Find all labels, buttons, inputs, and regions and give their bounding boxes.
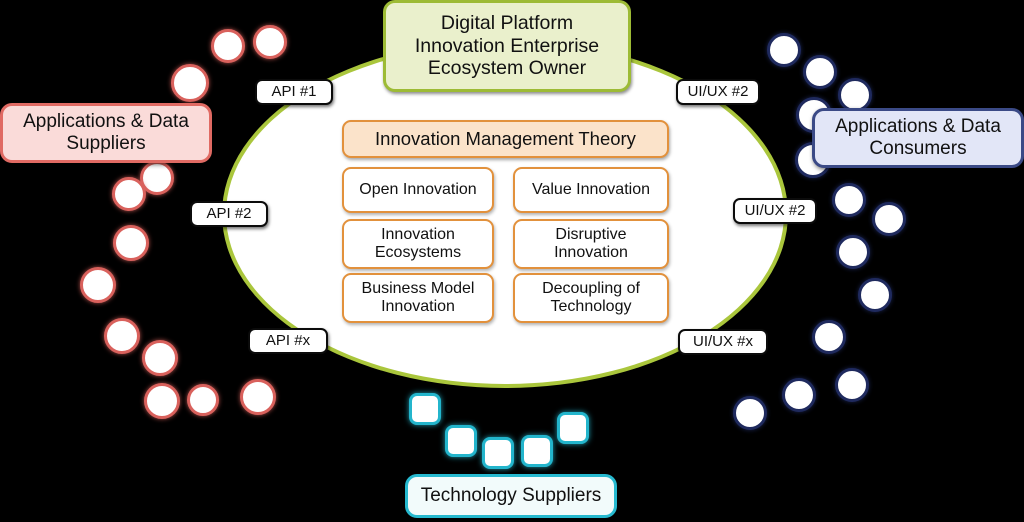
theory-cell-line: Open Innovation: [359, 180, 477, 198]
tag-api-x: API #x: [248, 328, 328, 354]
platform-title-line-3: Ecosystem Owner: [427, 57, 587, 80]
tag-api-2-label: API #2: [206, 205, 252, 223]
tag-uiux-x-label: UI/UX #x: [692, 333, 753, 351]
theory-cell-line: Decoupling of: [542, 279, 640, 297]
supplier-node-icon: [113, 225, 149, 261]
technology-node-icon: [409, 393, 441, 425]
supplier-node-icon: [171, 64, 209, 102]
suppliers-label-line-1: Applications & Data: [23, 111, 189, 133]
technology-suppliers-box: Technology Suppliers: [405, 474, 617, 518]
theory-cell-line: Value Innovation: [531, 180, 650, 198]
tag-uiux-x: UI/UX #x: [678, 329, 768, 355]
consumer-node-icon: [838, 78, 872, 112]
theory-cell-business-model-innovation: Business Model Innovation: [342, 273, 494, 323]
consumer-node-icon: [803, 55, 837, 89]
consumers-label-line-1: Applications & Data: [835, 116, 1001, 138]
theory-cell-open-innovation: Open Innovation: [342, 167, 494, 213]
theory-cell-line: Disruptive: [555, 225, 627, 243]
tag-api-2: API #2: [190, 201, 268, 227]
supplier-node-icon: [253, 25, 287, 59]
tag-api-x-label: API #x: [265, 332, 311, 350]
technology-node-icon: [557, 412, 589, 444]
consumer-node-icon: [872, 202, 906, 236]
platform-title-line-1: Digital Platform: [440, 12, 574, 35]
supplier-node-icon: [187, 384, 219, 416]
technology-node-icon: [482, 437, 514, 469]
applications-data-consumers-box: Applications & Data Consumers: [812, 108, 1024, 168]
tag-uiux-middle: UI/UX #2: [733, 198, 817, 224]
technology-node-icon: [445, 425, 477, 457]
technology-node-icon: [521, 435, 553, 467]
tag-uiux-top-label: UI/UX #2: [687, 83, 749, 101]
consumer-node-icon: [835, 368, 869, 402]
tag-uiux-top: UI/UX #2: [676, 79, 760, 105]
platform-title-line-2: Innovation Enterprise: [414, 34, 600, 57]
tag-uiux-middle-label: UI/UX #2: [744, 202, 806, 220]
theory-cell-line: Technology: [550, 298, 632, 315]
supplier-node-icon: [104, 318, 140, 354]
theory-cell-line: Innovation: [554, 244, 628, 261]
tag-api-1: API #1: [255, 79, 333, 105]
theory-cell-innovation-ecosystems: Innovation Ecosystems: [342, 219, 494, 269]
theory-cell-line: Innovation: [381, 298, 455, 315]
consumers-label-line-2: Consumers: [869, 138, 967, 159]
supplier-node-icon: [80, 267, 116, 303]
consumer-node-icon: [832, 183, 866, 217]
theory-cell-value-innovation: Value Innovation: [513, 167, 669, 213]
technology-suppliers-label: Technology Suppliers: [420, 485, 602, 507]
tag-api-1-label: API #1: [271, 83, 317, 101]
suppliers-label-line-2: Suppliers: [66, 133, 146, 154]
theory-cell-disruptive-innovation: Disruptive Innovation: [513, 219, 669, 269]
theory-header-label: Innovation Management Theory: [375, 128, 636, 150]
supplier-node-icon: [211, 29, 245, 63]
supplier-node-icon: [112, 177, 146, 211]
supplier-node-icon: [142, 340, 178, 376]
theory-cell-line: Innovation: [381, 225, 455, 243]
supplier-node-icon: [144, 383, 180, 419]
theory-cell-decoupling-of-technology: Decoupling of Technology: [513, 273, 669, 323]
consumer-node-icon: [858, 278, 892, 312]
consumer-node-icon: [836, 235, 870, 269]
theory-cell-line: Ecosystems: [374, 244, 462, 261]
platform-title-box: Digital Platform Innovation Enterprise E…: [383, 0, 631, 92]
applications-data-suppliers-box: Applications & Data Suppliers: [0, 103, 212, 163]
consumer-node-icon: [812, 320, 846, 354]
theory-cell-line: Business Model: [361, 279, 475, 297]
consumer-node-icon: [782, 378, 816, 412]
consumer-node-icon: [733, 396, 767, 430]
supplier-node-icon: [240, 379, 276, 415]
theory-header-box: Innovation Management Theory: [342, 120, 669, 158]
consumer-node-icon: [767, 33, 801, 67]
